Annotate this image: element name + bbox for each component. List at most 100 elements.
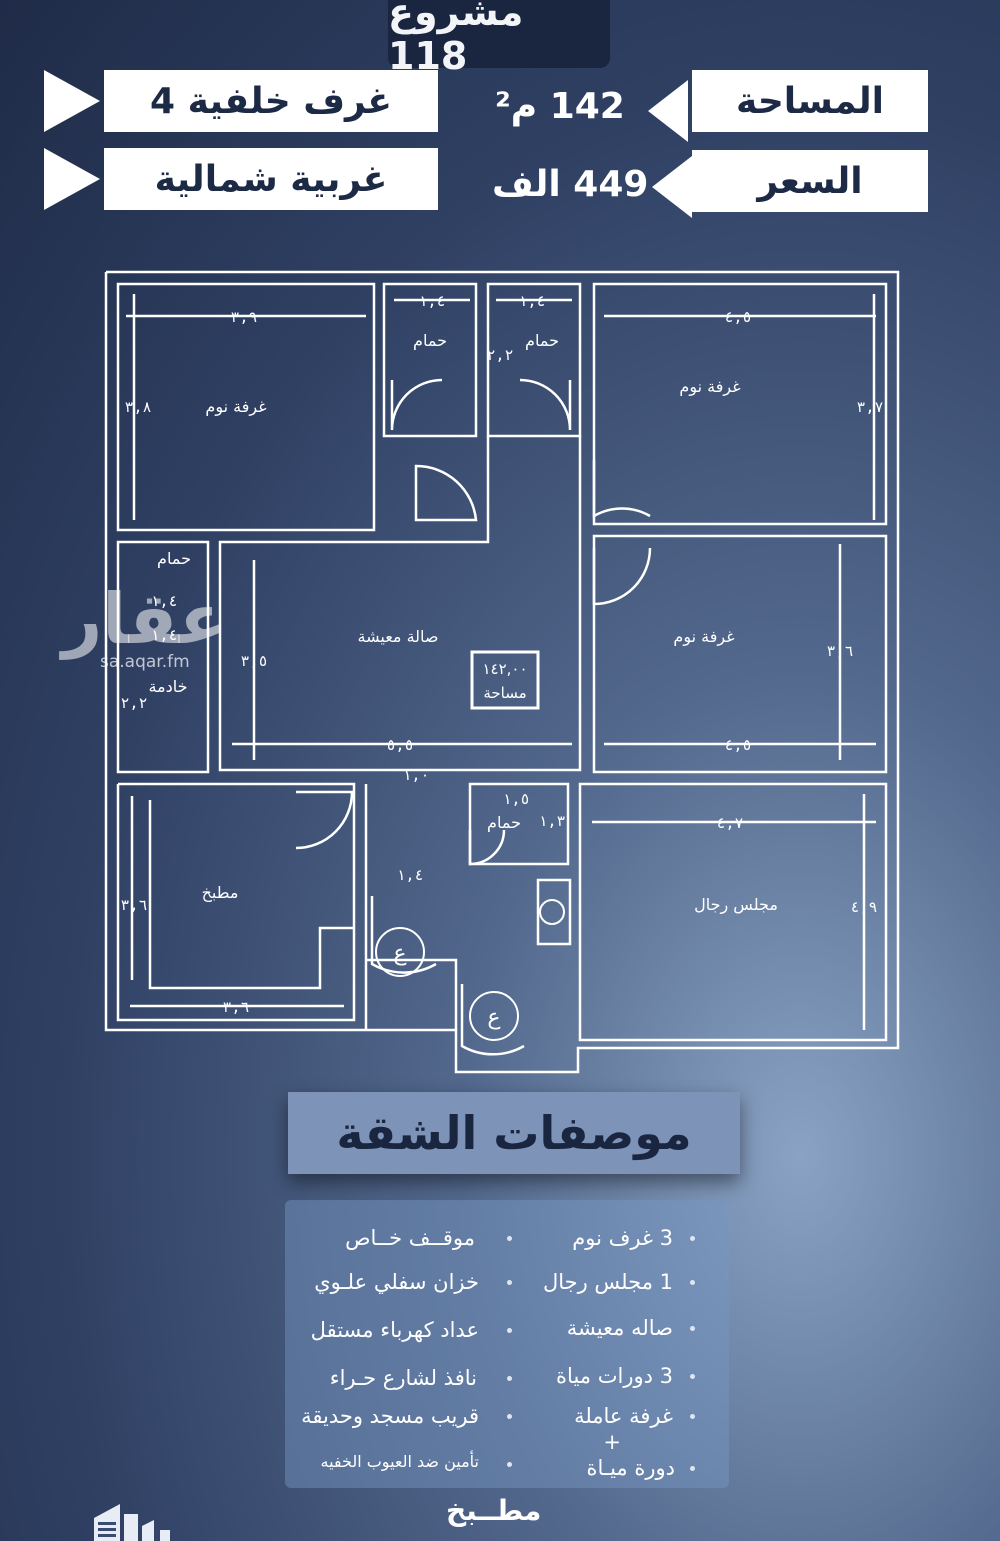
orientation-note: غربية شمالية xyxy=(104,148,438,210)
dimension: ١,٤ xyxy=(150,626,177,644)
room-label: حمام xyxy=(413,331,447,350)
arrow-right-icon xyxy=(652,156,692,218)
feature-item: قريب مسجد وحديقة xyxy=(301,1404,479,1428)
area-label: المساحة xyxy=(692,70,928,132)
bullet xyxy=(690,1466,695,1471)
bullet xyxy=(690,1236,695,1241)
elevator-symbol: ع xyxy=(393,941,406,966)
dimension: ٢,٢ xyxy=(486,346,513,364)
feature-item: 3 دورات مياة xyxy=(556,1364,673,1388)
feature-item: خزان سفلي علـوي xyxy=(314,1270,479,1294)
room-label: غرفة نوم xyxy=(205,397,266,417)
room-bath-1 xyxy=(382,282,478,438)
bullet xyxy=(507,1280,512,1285)
room-label: غرفة نوم xyxy=(673,627,734,647)
room-label: حمام xyxy=(157,549,191,568)
bullet xyxy=(690,1326,695,1331)
bullet xyxy=(690,1414,695,1419)
dimension: ١,٤ xyxy=(396,866,423,884)
bullet xyxy=(507,1376,512,1381)
room-bath-2 xyxy=(486,282,582,438)
room-maid-bath xyxy=(116,540,210,774)
room-bedroom-top-left xyxy=(116,282,376,532)
elevator-symbol: ع xyxy=(487,1005,500,1030)
elevator-circles xyxy=(375,899,565,1041)
feature-item: تأمين ضد العيوب الخفيه xyxy=(320,1452,480,1471)
area-stamp-value: ١٤٢,٠٠ xyxy=(482,660,527,678)
arrow-left-icon xyxy=(44,148,100,210)
feature-item: غرفة عاملة xyxy=(574,1404,673,1428)
dimension: ٣,٨ xyxy=(124,398,151,416)
door-arc xyxy=(468,829,506,866)
feature-plus: + xyxy=(603,1430,621,1454)
building-logo-icon xyxy=(94,1504,170,1541)
feature-item: 3 غرف نوم xyxy=(572,1226,673,1250)
dimension: ٤,٧ xyxy=(716,814,743,832)
area-value: 142 م² xyxy=(495,86,625,127)
room-bath-3 xyxy=(468,782,570,866)
door-arc xyxy=(592,460,651,519)
dimension: ٢,٢ xyxy=(120,694,147,712)
bullet xyxy=(507,1414,512,1419)
watermark-logo: عقار xyxy=(62,578,227,660)
price-label: السعر xyxy=(692,150,928,212)
room-label: غرفة نوم xyxy=(679,377,740,397)
footer-item: مطــبخ xyxy=(446,1494,542,1527)
bullet xyxy=(507,1236,512,1241)
project-title: مشروع 118 xyxy=(388,0,610,78)
bullet xyxy=(507,1462,512,1467)
room-label: صالة معيشة xyxy=(358,627,439,646)
dimension: ١,٠ xyxy=(402,766,429,784)
features-heading: موصفات الشقة xyxy=(288,1092,740,1174)
feature-item: دورة ميـاة xyxy=(586,1456,675,1480)
dimension: ١,٥ xyxy=(502,790,529,808)
kitchen-counter xyxy=(148,800,354,990)
dimension: ٤,٩ xyxy=(850,898,877,916)
dimension: ٣,٦ xyxy=(120,896,147,914)
feature-item: 1 مجلس رجال xyxy=(542,1270,673,1294)
room-label: حمام xyxy=(487,813,521,832)
dimension: ٥,٥ xyxy=(386,736,413,754)
watermark-url: sa.aqar.fm xyxy=(100,652,190,672)
dimension: ٤,٥ xyxy=(724,736,751,754)
room-elevator-shaft xyxy=(536,878,572,946)
outer-wall xyxy=(104,270,900,1074)
feature-item: نافذ لشارع حـراء xyxy=(329,1366,477,1390)
room-label: حمام xyxy=(525,331,559,350)
room-bedroom-mid-right xyxy=(592,534,888,774)
arrow-left-icon xyxy=(44,70,100,132)
door-arc xyxy=(519,378,572,431)
feature-item: عداد كهرباء مستقل xyxy=(310,1318,479,1342)
door-arc xyxy=(592,547,652,606)
door-arc xyxy=(460,984,525,1056)
lobby-wall-2 xyxy=(366,958,458,1030)
door-arc xyxy=(370,896,437,974)
dimension: ٣,٧ xyxy=(856,398,883,416)
bullet xyxy=(507,1328,512,1333)
bullet xyxy=(690,1374,695,1379)
area-stamp-label: مساحة xyxy=(483,684,526,702)
dimension: ١,٣ xyxy=(538,812,565,830)
door-arc xyxy=(390,378,443,431)
feature-item: صاله معيشة xyxy=(566,1316,673,1340)
dimension: ٣,٦ xyxy=(826,642,853,660)
dimension: ١,٤ xyxy=(518,292,545,310)
features-box: 3 غرف نوم 1 مجلس رجال صاله معيشة 3 دورات… xyxy=(285,1200,729,1488)
room-bedroom-top-right xyxy=(592,282,888,526)
door-arc xyxy=(414,464,478,522)
dimension: ٣,٥ xyxy=(240,652,267,670)
corridor-wall xyxy=(218,436,582,772)
door-arc xyxy=(295,790,354,850)
rooms-note: 4 غرف خلفية xyxy=(104,70,438,132)
room-majlis xyxy=(578,782,888,1042)
dimension: ٣,٩ xyxy=(230,308,257,326)
dimension: ٤,٥ xyxy=(724,308,751,326)
feature-item: موقــف خــاص xyxy=(345,1226,475,1250)
area-stamp-box xyxy=(470,650,540,710)
dimension: ١,٤ xyxy=(150,592,177,610)
room-label: مطبخ xyxy=(202,883,239,903)
room-label: مجلس رجال xyxy=(694,895,778,915)
dimension: ١,٤ xyxy=(418,292,445,310)
